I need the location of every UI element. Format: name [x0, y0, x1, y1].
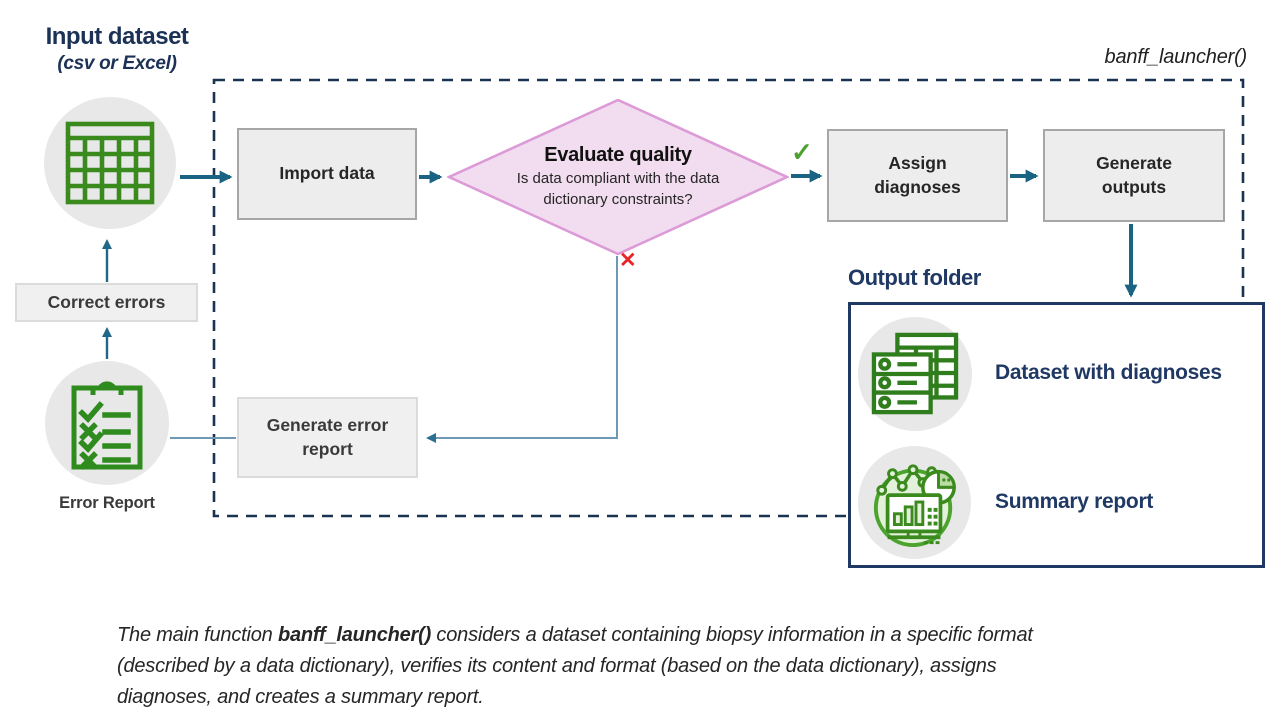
output-dataset-circle [858, 317, 972, 431]
import-data-box: Import data [237, 128, 417, 220]
output-summary-circle [858, 446, 971, 559]
output-item-dataset-label: Dataset with diagnoses [995, 361, 1222, 384]
caption-text: The main function banff_launcher() consi… [117, 620, 1085, 713]
input-dataset-subheading: (csv or Excel) [57, 53, 177, 74]
generate-error-report-box: Generate error report [237, 397, 418, 478]
correct-errors-box: Correct errors [15, 283, 198, 322]
generate-outputs-box: Generate outputs [1043, 129, 1225, 222]
decision-title: Evaluate quality [544, 144, 692, 167]
clipboard-checklist-icon [71, 381, 143, 470]
input-dataset-heading: Input dataset [45, 23, 189, 50]
evaluate-quality-diamond-shape [447, 99, 789, 255]
input-dataset-circle [44, 97, 176, 229]
caption-prefix: The main function [117, 624, 278, 646]
evaluate-quality-diamond: Evaluate quality Is data compliant with … [447, 99, 789, 255]
summary-chart-icon [873, 463, 956, 547]
error-report-circle [45, 361, 169, 485]
output-item-summary-label: Summary report [995, 490, 1154, 513]
caption-suffix: considers a dataset containing biopsy in… [117, 624, 1033, 708]
output-folder-heading: Output folder [848, 265, 981, 290]
error-report-label: Error Report [59, 494, 155, 512]
dataset-table-icon [871, 332, 959, 415]
assign-diagnoses-box: Assign diagnoses [827, 129, 1008, 222]
banff-launcher-function-label: banff_launcher() [1104, 46, 1248, 68]
caption-function-name: banff_launcher() [277, 624, 432, 646]
spreadsheet-table-icon [65, 121, 155, 205]
decision-question: Is data compliant with the data dictiona… [516, 170, 720, 208]
